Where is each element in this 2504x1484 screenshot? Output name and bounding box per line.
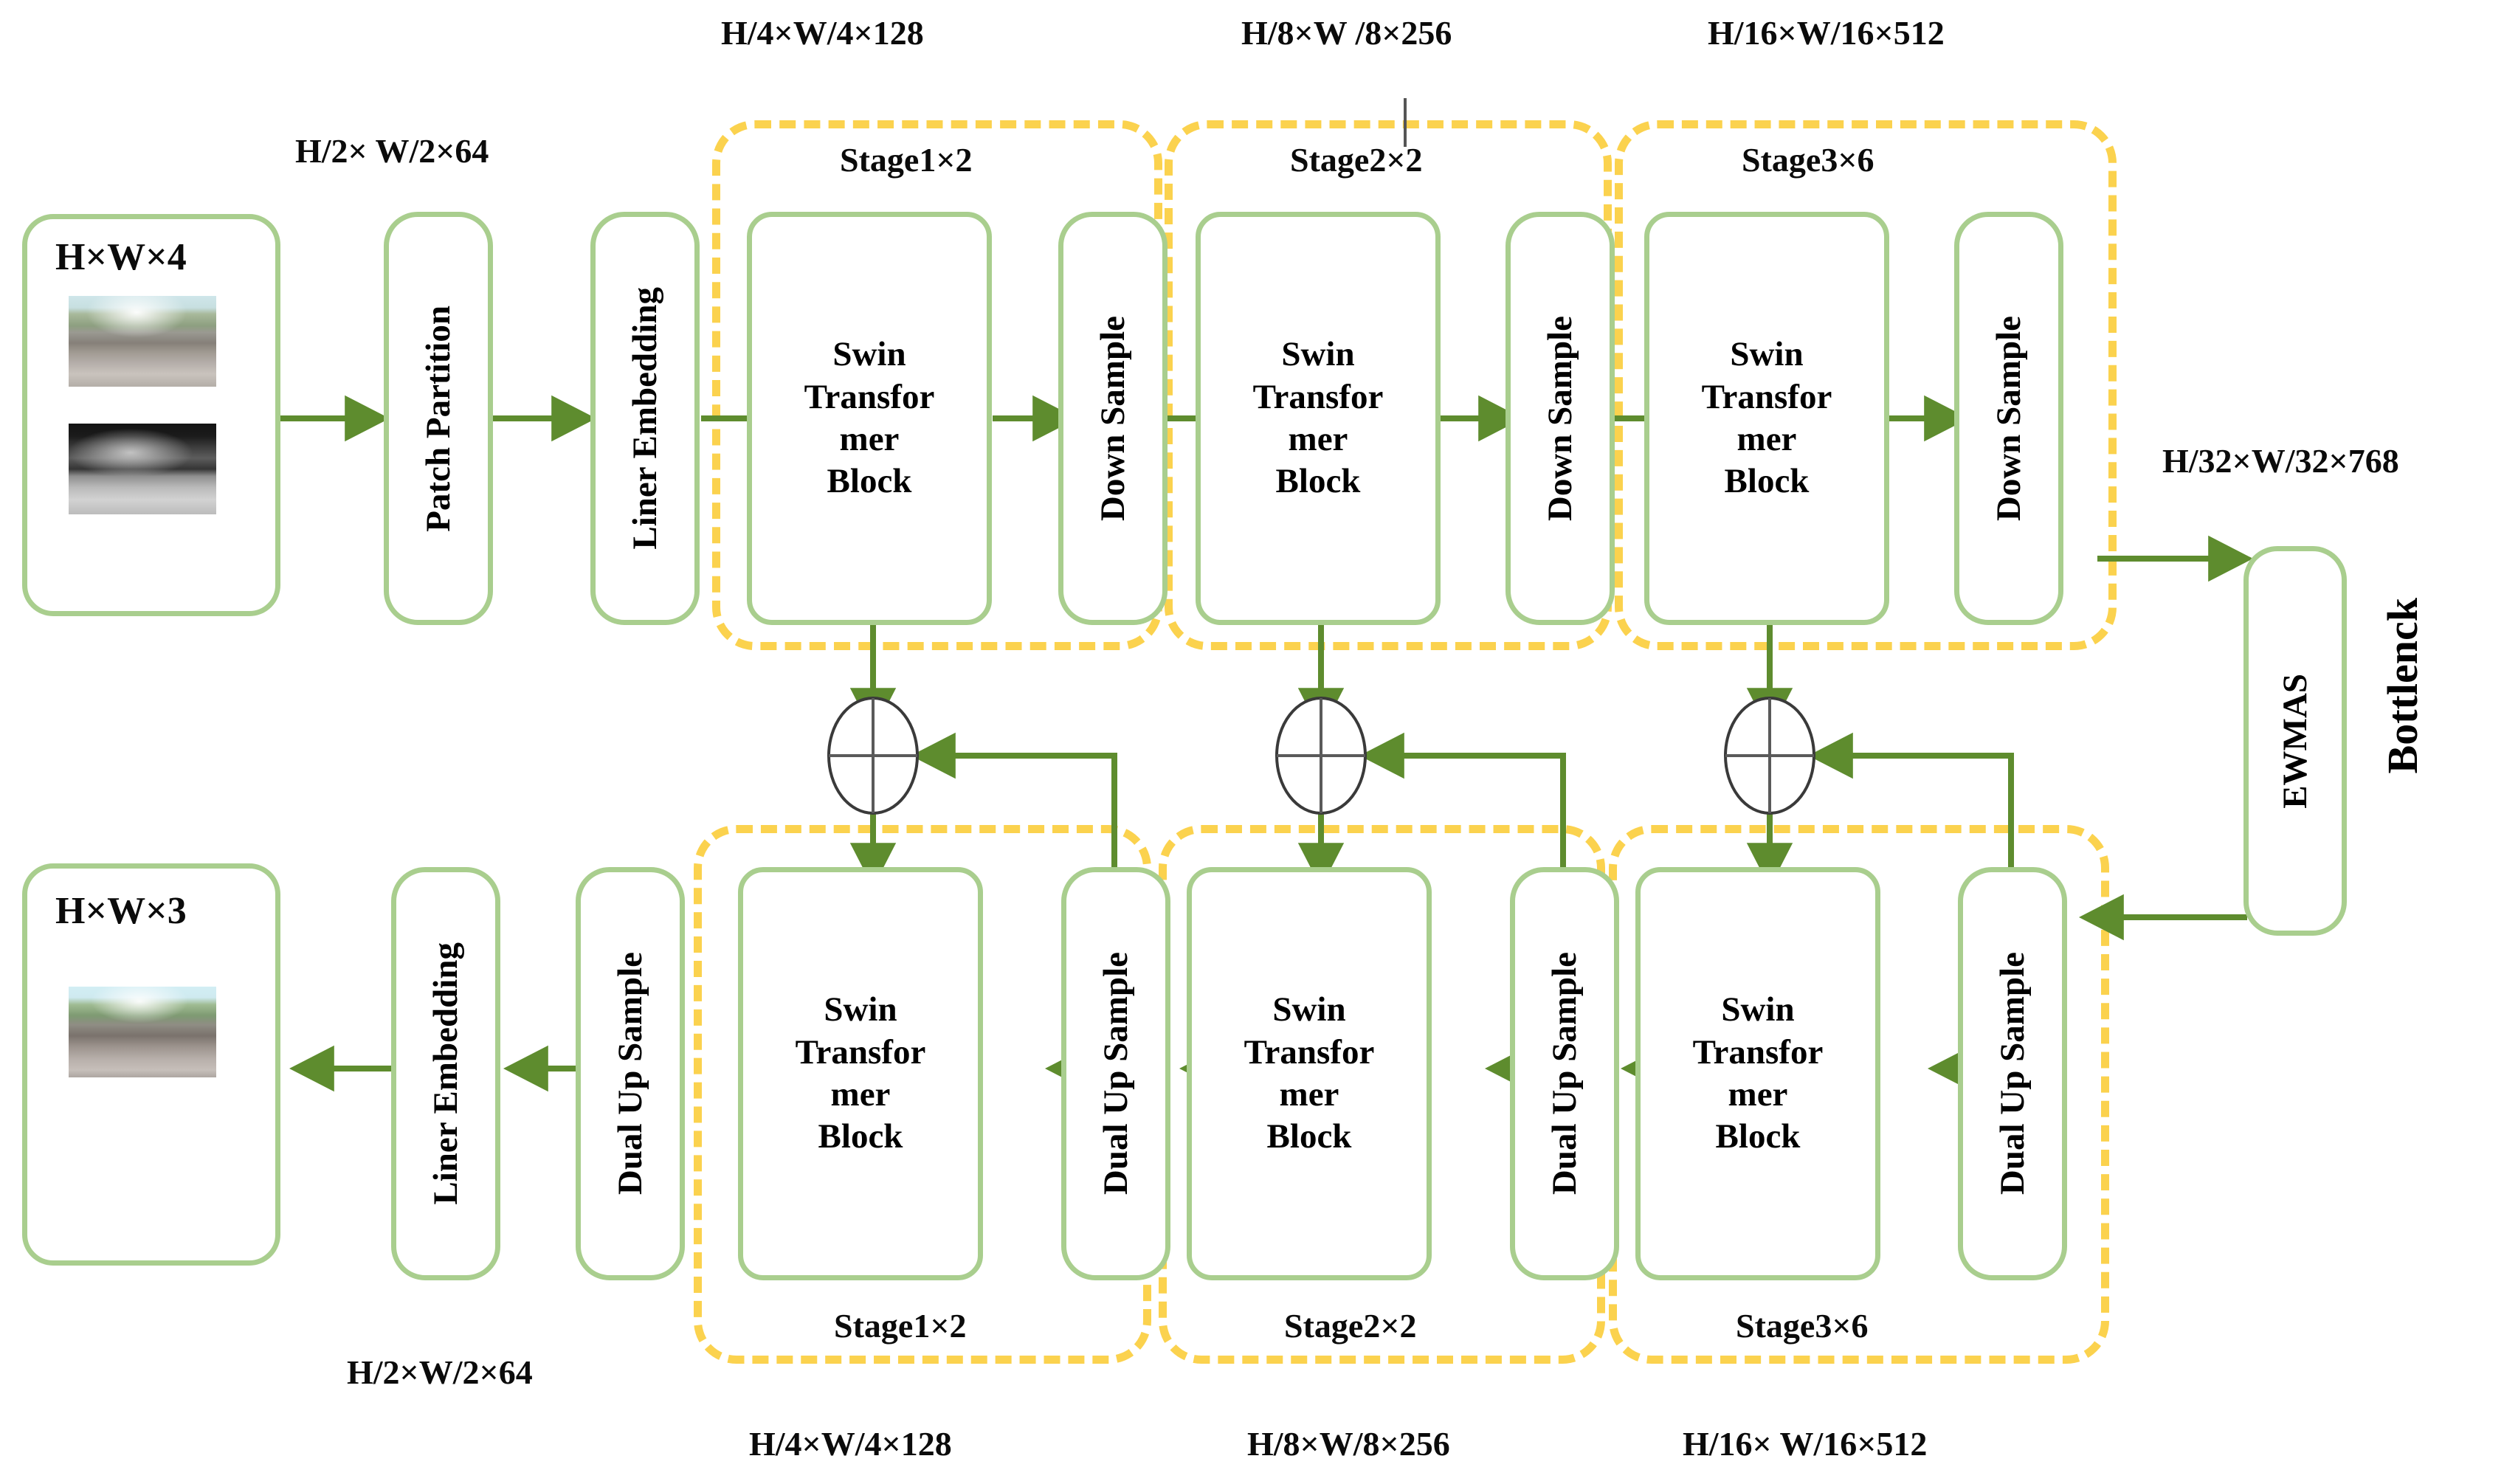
liner-embedding-encoder-module[interactable]: Liner Embedding <box>590 212 700 625</box>
dimension-label-h8-w8-256-top: H/8×W /8×256 <box>1241 14 1452 52</box>
infrared-image <box>69 424 216 514</box>
dual-up-sample-1-module[interactable]: Dual Up Sample <box>1061 867 1170 1280</box>
ewmas-label: EWMAS <box>2275 673 2314 809</box>
encoder-stage1-label: Stage1×2 <box>840 141 973 179</box>
swin-transformer-block-dec-2-label: Swin Transfor mer Block <box>1244 990 1375 1156</box>
dimension-label-h8-w8-256-bottom: H/8×W/8×256 <box>1247 1425 1450 1463</box>
dimension-label-h32-w32-768: H/32×W/32×768 <box>2162 442 2399 480</box>
output-block-label: H×W×3 <box>55 890 187 932</box>
down-sample-1-module[interactable]: Down Sample <box>1058 212 1168 625</box>
patch-partition-label: Patch Partition <box>418 305 458 532</box>
swin-transformer-block-enc-2-label: Swin Transfor mer Block <box>1252 335 1384 501</box>
dual-up-sample-2-label: Dual Up Sample <box>1545 952 1584 1195</box>
input-block: H×W×4 <box>22 214 280 616</box>
skip-add-1 <box>827 697 919 815</box>
rgb-haze-image <box>69 296 216 387</box>
ewmas-bottleneck-module[interactable]: EWMAS <box>2243 546 2347 936</box>
input-block-label: H×W×4 <box>55 236 187 278</box>
skip-add-3 <box>1724 697 1815 815</box>
swin-transformer-block-dec-1-label: Swin Transfor mer Block <box>795 990 926 1156</box>
dual-up-sample-0-label: Dual Up Sample <box>610 952 649 1195</box>
output-block: H×W×3 <box>22 863 280 1266</box>
dual-up-sample-3-module[interactable]: Dual Up Sample <box>1958 867 2067 1280</box>
encoder-stage3-group <box>1615 120 2117 650</box>
liner-embedding-encoder-label: Liner Embedding <box>625 287 664 550</box>
down-sample-3-module[interactable]: Down Sample <box>1954 212 2063 625</box>
stage2-top-tick <box>1404 98 1407 147</box>
liner-embedding-decoder-module[interactable]: Liner Embedding <box>391 867 500 1280</box>
swin-transformer-block-dec-2[interactable]: Swin Transfor mer Block <box>1187 867 1432 1280</box>
down-sample-1-label: Down Sample <box>1093 315 1132 522</box>
swin-transformer-block-dec-3[interactable]: Swin Transfor mer Block <box>1635 867 1880 1280</box>
swin-transformer-block-enc-1[interactable]: Swin Transfor mer Block <box>747 212 992 625</box>
dimension-label-h4-w4-128-bottom: H/4×W/4×128 <box>749 1425 952 1463</box>
swin-transformer-block-dec-1[interactable]: Swin Transfor mer Block <box>738 867 983 1280</box>
encoder-stage3-label: Stage3×6 <box>1742 141 1874 179</box>
patch-partition-module[interactable]: Patch Partition <box>384 212 493 625</box>
swin-transformer-block-enc-2[interactable]: Swin Transfor mer Block <box>1196 212 1441 625</box>
dimension-label-h16-w16-512-top: H/16×W/16×512 <box>1708 14 1945 52</box>
bottleneck-side-label: Bottlenck <box>2379 598 2427 774</box>
dehazed-output-image <box>69 987 216 1077</box>
skip-add-2 <box>1275 697 1367 815</box>
dual-up-sample-1-label: Dual Up Sample <box>1096 952 1135 1195</box>
dual-up-sample-3-label: Dual Up Sample <box>1993 952 2032 1195</box>
swin-transformer-block-enc-1-label: Swin Transfor mer Block <box>804 335 935 501</box>
dimension-label-h4-w4-128-top: H/4×W/4×128 <box>721 14 924 52</box>
down-sample-3-label: Down Sample <box>1989 315 2028 522</box>
dual-up-sample-0-module[interactable]: Dual Up Sample <box>576 867 685 1280</box>
down-sample-2-module[interactable]: Down Sample <box>1505 212 1615 625</box>
dual-up-sample-2-module[interactable]: Dual Up Sample <box>1510 867 1619 1280</box>
dimension-label-h16-w16-512-bottom: H/16× W/16×512 <box>1683 1425 1928 1463</box>
dimension-label-h2-w2-64-bottom: H/2×W/2×64 <box>347 1353 533 1391</box>
swin-transformer-block-dec-3-label: Swin Transfor mer Block <box>1692 990 1824 1156</box>
swin-transformer-block-enc-3-label: Swin Transfor mer Block <box>1701 335 1832 501</box>
decoder-stage3-label: Stage3×6 <box>1736 1307 1869 1345</box>
down-sample-2-label: Down Sample <box>1540 315 1579 522</box>
encoder-stage2-label: Stage2×2 <box>1290 141 1423 179</box>
swin-transformer-block-enc-3[interactable]: Swin Transfor mer Block <box>1644 212 1889 625</box>
decoder-stage1-label: Stage1×2 <box>834 1307 967 1345</box>
dimension-label-h2-w2-64-top: H/2× W/2×64 <box>295 132 489 170</box>
liner-embedding-decoder-label: Liner Embedding <box>426 942 465 1205</box>
decoder-stage2-label: Stage2×2 <box>1284 1307 1417 1345</box>
